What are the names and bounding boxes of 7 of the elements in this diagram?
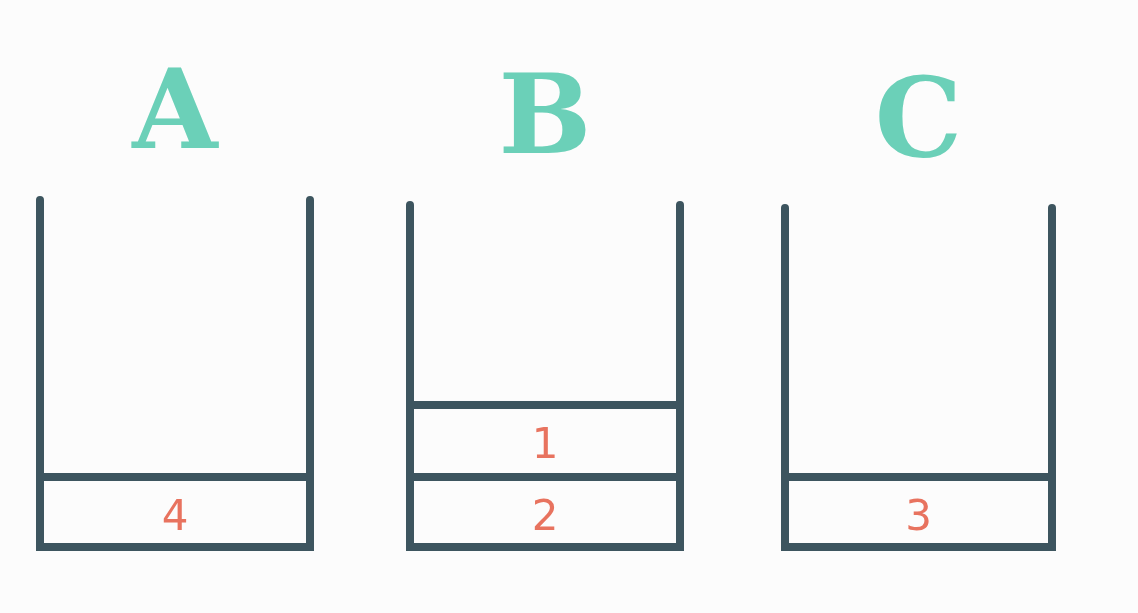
stack-label: B — [497, 55, 593, 175]
stack-item: 3 — [789, 473, 1048, 543]
stack-label: A — [130, 50, 220, 170]
stack-label: C — [873, 58, 964, 178]
stack-item: 4 — [44, 473, 306, 543]
stack-item: 2 — [414, 473, 676, 543]
stack-item: 1 — [414, 401, 676, 471]
